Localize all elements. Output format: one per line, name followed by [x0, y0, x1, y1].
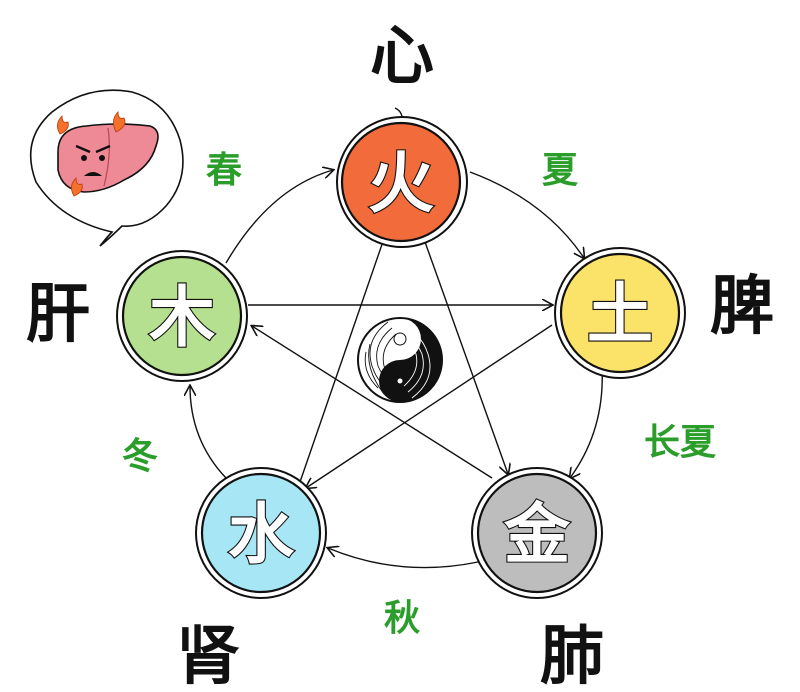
metal-element-char: 金	[503, 495, 571, 573]
node-metal: 金	[471, 467, 603, 599]
water-circle	[200, 472, 322, 594]
arrow-earth-to-metal	[570, 367, 603, 478]
arrow-earth-to-water	[306, 324, 553, 488]
organ-label-spleen: 脾	[710, 270, 774, 344]
wood-circle	[121, 255, 243, 377]
angry-liver-icon	[57, 111, 159, 197]
yin-yang-icon	[357, 317, 443, 403]
arrow-fire-to-metal	[419, 227, 508, 474]
organ-label-liver: 肝	[26, 278, 90, 352]
season-winter: 冬	[122, 436, 158, 477]
node-water: 水	[195, 467, 327, 599]
season-spring: 春	[206, 150, 242, 191]
earth-circle	[559, 252, 681, 374]
node-earth: 土	[554, 247, 686, 379]
season-autumn: 秋	[384, 598, 420, 639]
season-late-summer: 长夏	[644, 422, 717, 463]
organ-label-kidney: 肾	[176, 620, 240, 692]
node-fire: 火	[336, 116, 468, 248]
controlling-cycle	[248, 227, 552, 488]
arrow-wood-to-fire	[225, 170, 333, 264]
arrow-water-to-wood	[190, 386, 227, 479]
fire-element-char: 火	[368, 144, 434, 222]
earth-element-char: 土	[587, 275, 653, 353]
wood-element-char: 木	[149, 278, 215, 356]
generating-cycle	[190, 170, 603, 569]
arrow-metal-to-wood	[252, 326, 493, 479]
season-summer: 夏	[542, 150, 579, 191]
thought-bubble	[29, 89, 184, 247]
arrow-water-to-fire	[299, 227, 388, 483]
water-element-char: 水	[228, 495, 295, 573]
metal-circle	[476, 472, 598, 594]
organ-label-lung: 肺	[540, 620, 604, 692]
arrow-metal-to-water	[328, 548, 479, 569]
organ-label-heart: 心	[370, 20, 434, 94]
arrow-fire-to-earth	[469, 171, 584, 258]
node-wood: 木	[116, 250, 248, 382]
fire-circle	[340, 121, 462, 243]
flame-icon	[57, 111, 126, 197]
